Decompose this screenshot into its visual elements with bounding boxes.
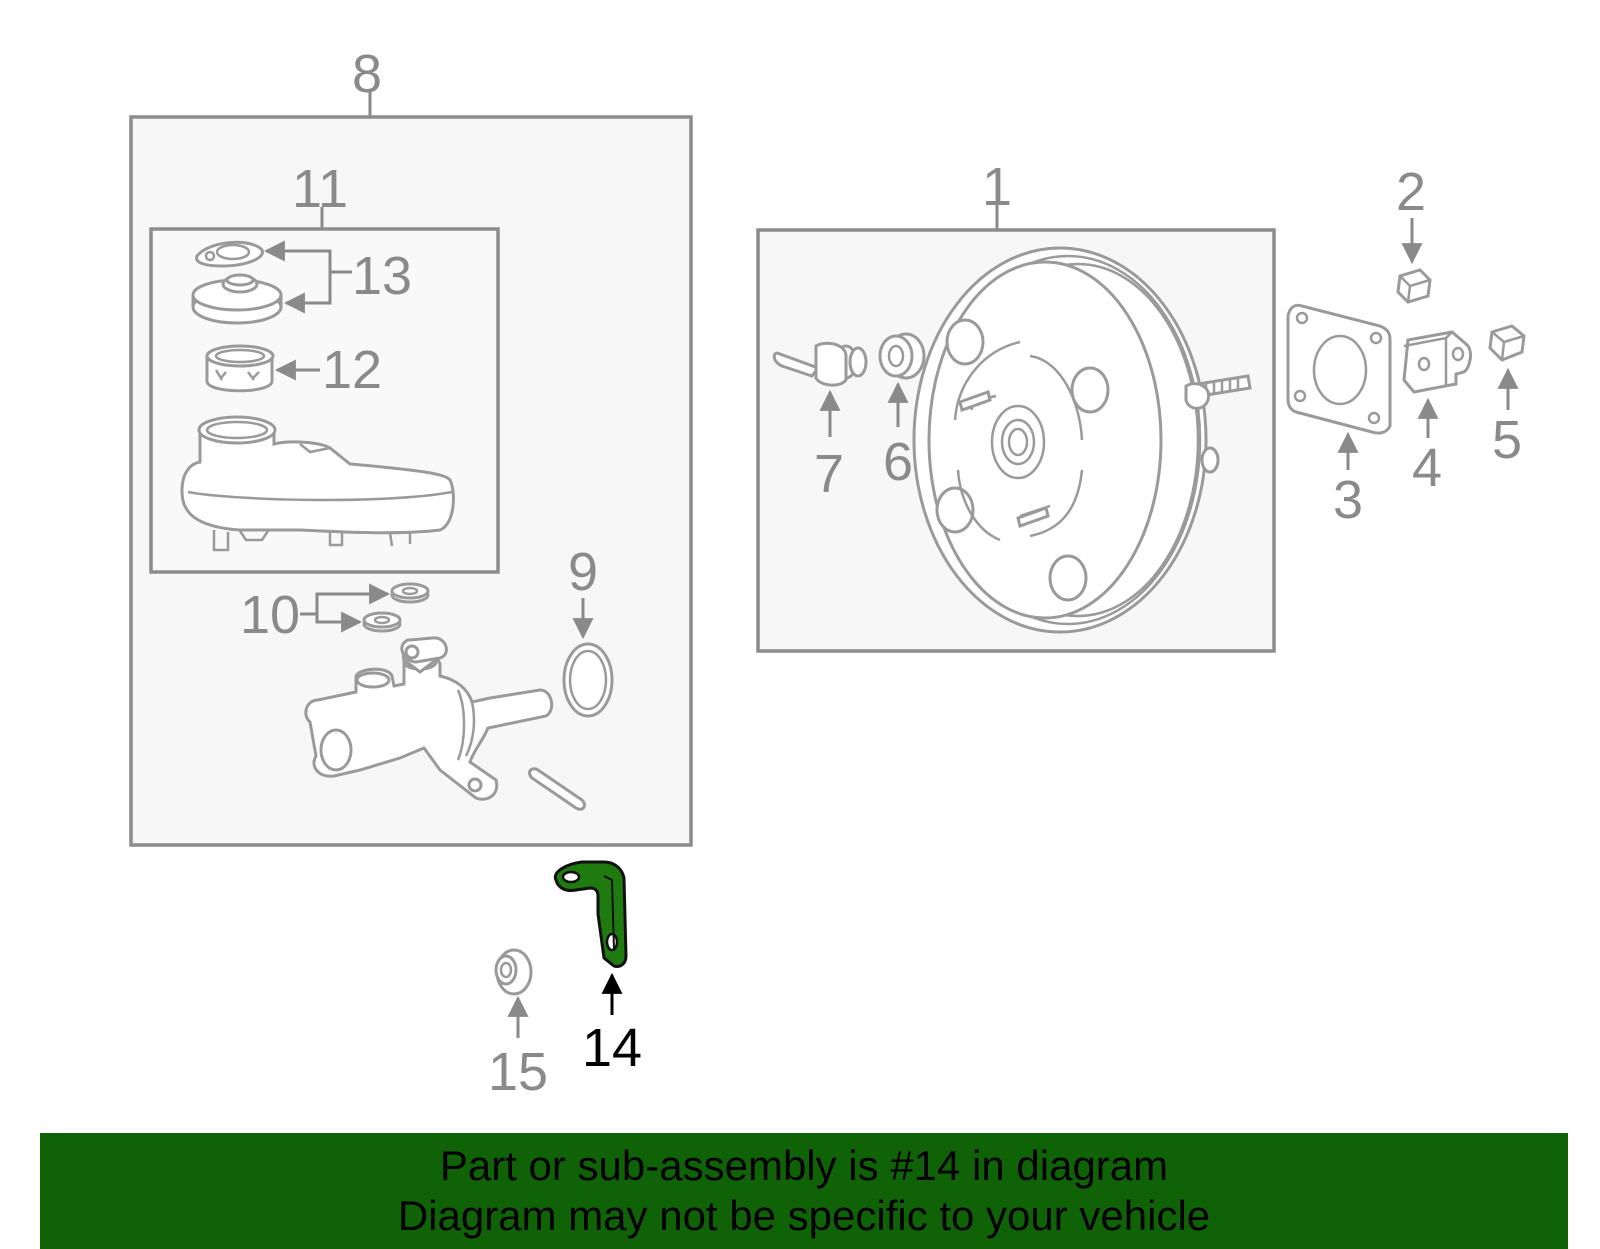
part-13-reservoir-cap[interactable] [191,240,283,325]
part-2-nut[interactable] [1396,268,1432,304]
reservoir-tank[interactable] [180,415,455,552]
callout-2[interactable]: 2 [1396,162,1426,222]
callout-4[interactable]: 4 [1412,438,1442,498]
callout-6[interactable]: 6 [883,432,913,492]
callout-10[interactable]: 10 [240,585,300,645]
part-10-grommets[interactable] [362,582,430,633]
master-cylinder-body[interactable] [304,636,554,801]
info-banner: Part or sub-assembly is #14 in diagram D… [40,1133,1568,1249]
part-9-o-ring[interactable] [562,642,614,718]
callout-9[interactable]: 9 [568,542,598,602]
callout-14[interactable]: 14 [582,1018,642,1078]
leader-10a [300,583,391,616]
banner-line-1: Part or sub-assembly is #14 in diagram [439,1142,1169,1189]
callout-7[interactable]: 7 [814,444,844,504]
callout-1[interactable]: 1 [982,157,1012,217]
parts-diagram: 8 11 13 12 [129,44,1526,1102]
part-7-check-valve[interactable] [772,341,868,387]
callout-15[interactable]: 15 [488,1042,548,1102]
part-1-brake-booster[interactable] [912,246,1252,634]
master-cylinder-pin[interactable] [528,767,586,811]
part-14-bracket-highlighted[interactable] [553,860,628,968]
callout-3[interactable]: 3 [1333,470,1363,530]
leader-13 [263,240,332,272]
part-4-clevis[interactable] [1402,330,1472,394]
callout-11[interactable]: 11 [292,159,348,219]
callout-13[interactable]: 13 [352,246,412,306]
part-15-grommet[interactable] [494,948,533,996]
part-3-booster-gasket[interactable] [1286,303,1392,435]
leader-13b [283,272,332,314]
part-5-nut[interactable] [1488,324,1526,362]
callout-8[interactable]: 8 [352,44,382,104]
callout-5[interactable]: 5 [1492,410,1522,470]
part-6-grommet[interactable] [878,332,926,380]
callout-12[interactable]: 12 [322,340,382,400]
banner-line-2: Diagram may not be specific to your vehi… [397,1192,1211,1239]
part-12-reservoir-strainer[interactable] [205,344,275,393]
leader-10b [315,611,363,633]
